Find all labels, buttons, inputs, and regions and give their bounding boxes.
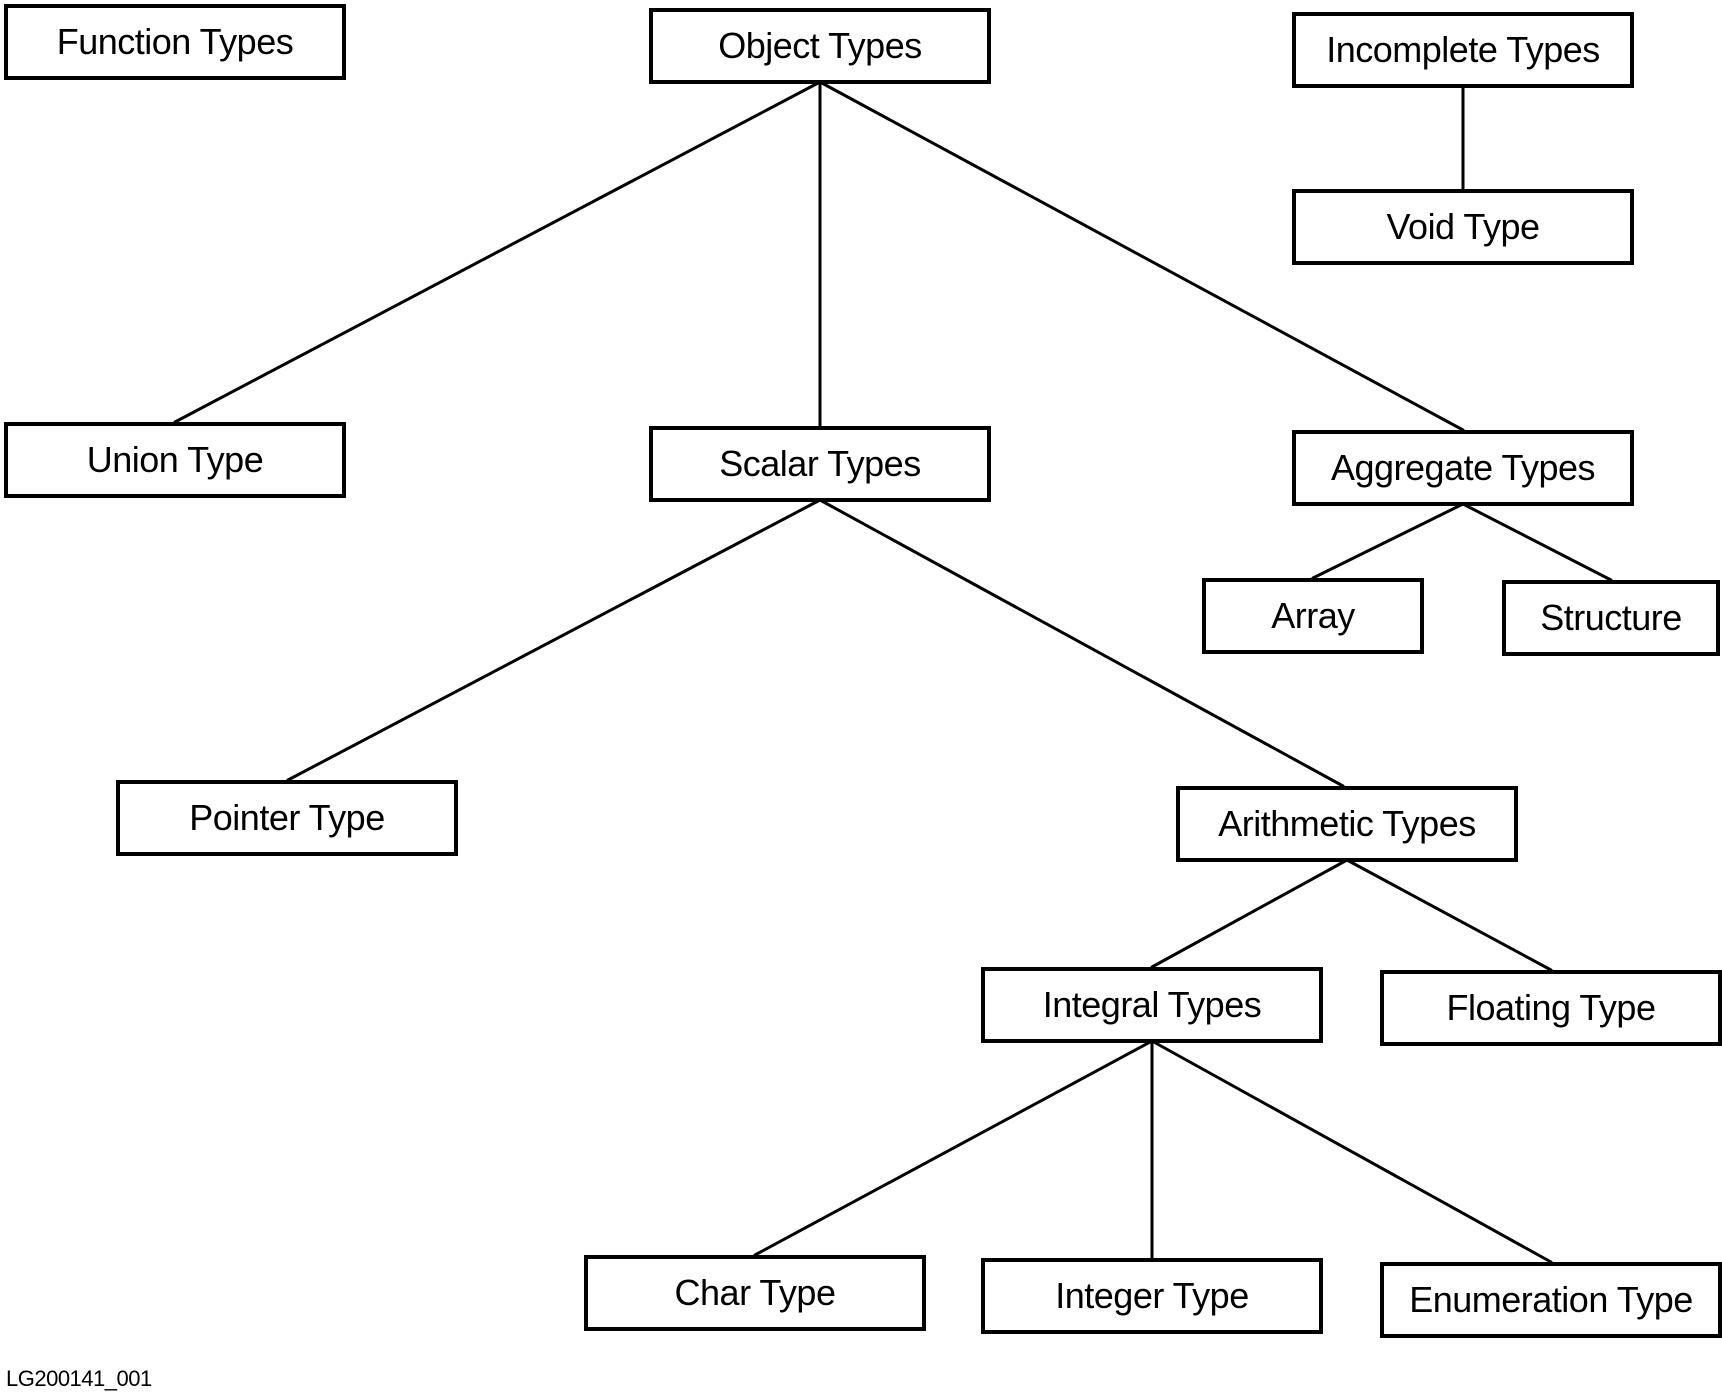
edge-integral-enumeration (1150, 1039, 1553, 1264)
node-function-types: Function Types (4, 4, 346, 80)
edge-aggregate-structure (1461, 502, 1613, 582)
node-char-type: Char Type (584, 1255, 926, 1331)
node-scalar-types: Scalar Types (649, 426, 991, 502)
figure-id-label: LG200141_001 (6, 1366, 152, 1391)
edge-object-aggregate (818, 80, 1465, 432)
node-integer-type: Integer Type (981, 1258, 1323, 1334)
node-pointer-type: Pointer Type (116, 780, 458, 856)
node-floating-type: Floating Type (1380, 970, 1722, 1046)
edge-scalar-pointer (286, 498, 822, 782)
edge-integral-char (753, 1039, 1154, 1257)
node-void-type: Void Type (1292, 189, 1634, 265)
edge-object-union (173, 80, 822, 424)
node-arithmetic-types: Arithmetic Types (1176, 786, 1518, 862)
edge-scalar-arithmetic (818, 498, 1345, 788)
node-object-types: Object Types (649, 8, 991, 84)
edge-arithmetic-floating (1345, 858, 1553, 972)
node-enumeration-type: Enumeration Type (1380, 1262, 1722, 1338)
node-incomplete-types: Incomplete Types (1292, 12, 1634, 88)
node-structure: Structure (1502, 580, 1720, 656)
edge-aggregate-array (1311, 502, 1465, 580)
edge-arithmetic-integral (1150, 858, 1349, 969)
node-aggregate-types: Aggregate Types (1292, 430, 1634, 506)
node-union-type: Union Type (4, 422, 346, 498)
node-integral-types: Integral Types (981, 967, 1323, 1043)
node-array: Array (1202, 578, 1424, 654)
